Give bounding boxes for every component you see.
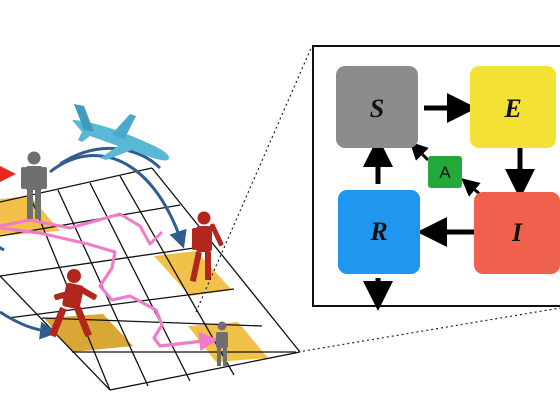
compartment-i <box>474 192 560 274</box>
compartment-s <box>336 66 418 148</box>
compartment-r <box>338 190 420 274</box>
zoom-line <box>195 45 313 313</box>
flight-arc <box>49 154 187 249</box>
airplane-icon <box>72 104 170 161</box>
accent-arrow <box>0 166 16 182</box>
compartment-a-label: A <box>439 163 451 182</box>
compartment-r-label: R <box>369 217 387 246</box>
zoom-line <box>297 307 560 353</box>
flow-arrow-a-s <box>409 141 430 162</box>
compartment-e <box>470 66 556 148</box>
flight-arc <box>0 246 5 252</box>
person-icon <box>48 269 97 338</box>
movement-path <box>0 212 164 246</box>
spatial-grid <box>0 167 301 391</box>
compartment-i-label: I <box>511 218 523 247</box>
person-icon <box>216 321 228 366</box>
compartment-a <box>428 156 462 188</box>
flight-arc <box>0 310 58 340</box>
compartment-s-label: S <box>370 94 384 123</box>
person-icon <box>189 211 224 282</box>
person-icon <box>21 151 47 219</box>
compartment-e-label: E <box>503 94 521 123</box>
movement-path <box>0 226 219 352</box>
